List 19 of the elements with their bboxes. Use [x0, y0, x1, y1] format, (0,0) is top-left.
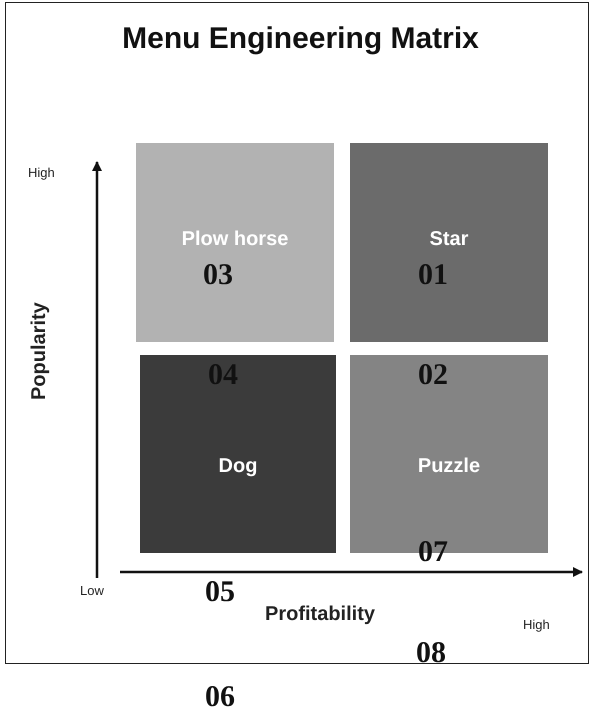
quadrant-box	[140, 355, 336, 553]
quadrant-label: Puzzle	[416, 455, 482, 478]
axis-title: Profitability	[265, 603, 376, 626]
quadrant-label: Dog	[218, 455, 258, 478]
axis-title: Popularity	[28, 302, 51, 400]
callout-number: 02	[418, 358, 448, 392]
callout-number: 05	[205, 575, 235, 609]
quadrant-label: Star	[428, 228, 470, 251]
axis-end-label: High	[523, 617, 550, 632]
callout-number: 08	[416, 636, 446, 670]
quadrant-box	[350, 143, 548, 342]
callout-number: 01	[418, 258, 448, 292]
axis-end-label: High	[28, 165, 55, 180]
axis-end-label: Low	[80, 583, 104, 598]
callout-number: 06	[205, 680, 235, 714]
quadrant-box	[136, 143, 334, 342]
title: Menu Engineering Matrix	[121, 22, 480, 56]
callout-number: 03	[203, 258, 233, 292]
quadrant-label: Plow horse	[180, 228, 290, 251]
